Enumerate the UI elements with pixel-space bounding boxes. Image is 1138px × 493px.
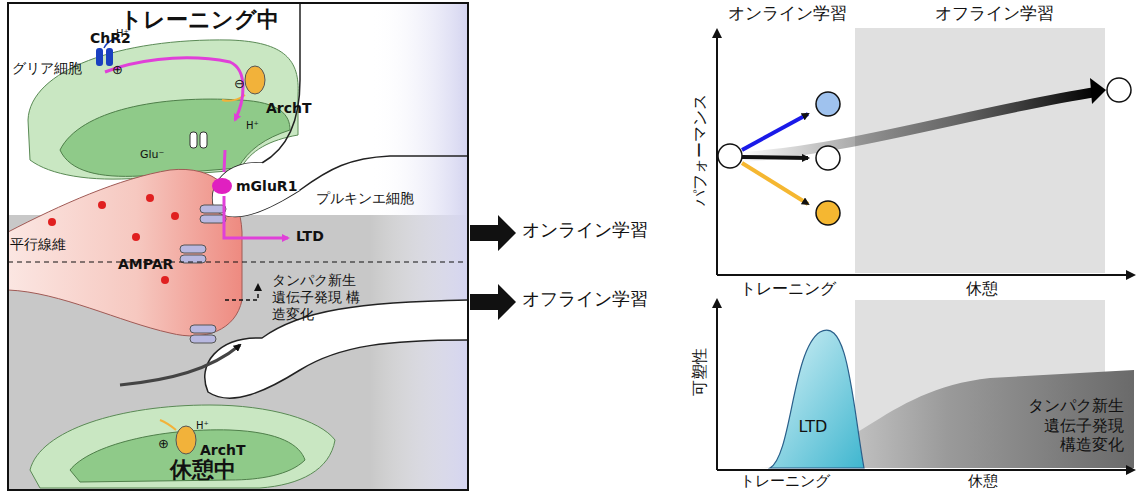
sign-symbol: ⊕ <box>112 62 123 78</box>
plasticity-label: LTD <box>296 228 324 245</box>
molecule-label: Glu⁻ <box>140 148 164 161</box>
area-label: LTD <box>778 417 848 436</box>
axis-tick-label: 休憩 <box>968 472 998 490</box>
ion-label: H⁺ <box>196 420 209 432</box>
protein-label: ArchT <box>200 442 246 459</box>
protein-label: ArchT <box>266 100 312 117</box>
axis-tick-label: トレーニング <box>740 279 836 298</box>
cell-label: グリア細胞 <box>12 60 82 77</box>
panel-heading: 休憩中 <box>170 457 236 483</box>
phase-label: オンライン学習 <box>728 3 847 23</box>
phase-label: オフライン学習 <box>935 3 1054 23</box>
area-label: タンパク新生 遺伝子発現 構造変化 <box>1024 396 1124 454</box>
receptor-label: mGluR1 <box>236 178 297 195</box>
learning-label: オフライン学習 <box>522 288 648 310</box>
sign-symbol: ⊕ <box>158 436 169 452</box>
learning-label: オンライン学習 <box>522 219 648 241</box>
axis-tick-label: トレーニング <box>740 472 830 490</box>
plasticity-area: タンパク新生 遺伝子発現 構造変化 <box>960 394 1130 460</box>
fiber-label: 平行線維 <box>10 236 66 253</box>
panel-heading: トレーニング中 <box>120 7 279 33</box>
ltd-area: LTD <box>778 415 848 443</box>
ion-label: H⁺ <box>116 28 129 40</box>
process-note: タンパク新生 遺伝子発現 構造変化 <box>272 272 367 322</box>
cell-label: プルキンエ細胞 <box>316 190 414 207</box>
sign-symbol: ⊖ <box>234 76 245 92</box>
axis-tick-label: 休憩 <box>966 279 998 298</box>
receptor-label: AMPAR <box>118 256 173 273</box>
axis-label: パフォーマンス <box>690 94 709 206</box>
ion-label: H⁺ <box>246 120 259 132</box>
axis-label: 可塑性 <box>690 348 709 396</box>
